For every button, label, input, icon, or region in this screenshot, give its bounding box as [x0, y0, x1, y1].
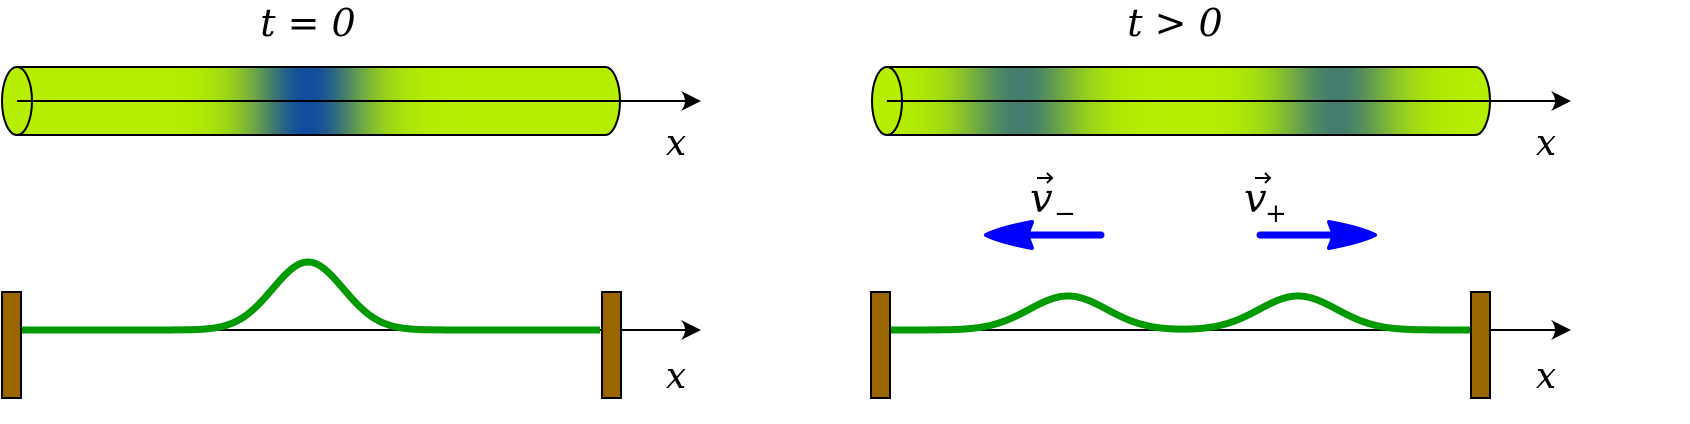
velocity-minus: v − — [984, 172, 1105, 250]
axis-label-x: x — [666, 356, 686, 397]
axis-label-x: x — [666, 123, 686, 164]
clamp-right — [1470, 291, 1491, 399]
clamp-left — [870, 291, 891, 399]
title-t0: t = 0 — [260, 1, 355, 45]
string-t-positive — [890, 292, 1470, 334]
velocity-minus-subscript: − — [1054, 199, 1076, 229]
arrow-left-icon — [984, 220, 1034, 250]
axis-label-x: x — [1536, 123, 1556, 164]
string-t0 — [22, 258, 600, 334]
panel-t0: t = 0 x x — [1, 1, 701, 399]
velocity-plus: v + — [1244, 172, 1377, 250]
arrow-right-icon — [1327, 220, 1377, 250]
panel-t-positive: t > 0 x v − v + x — [870, 1, 1571, 399]
title-t-positive: t > 0 — [1127, 1, 1222, 45]
velocity-minus-symbol: v — [1030, 176, 1053, 222]
axis-label-x: x — [1536, 356, 1556, 397]
velocity-plus-subscript: + — [1265, 199, 1287, 229]
clamp-left — [1, 291, 22, 399]
velocity-plus-symbol: v — [1244, 176, 1267, 222]
clamp-right — [601, 291, 622, 399]
